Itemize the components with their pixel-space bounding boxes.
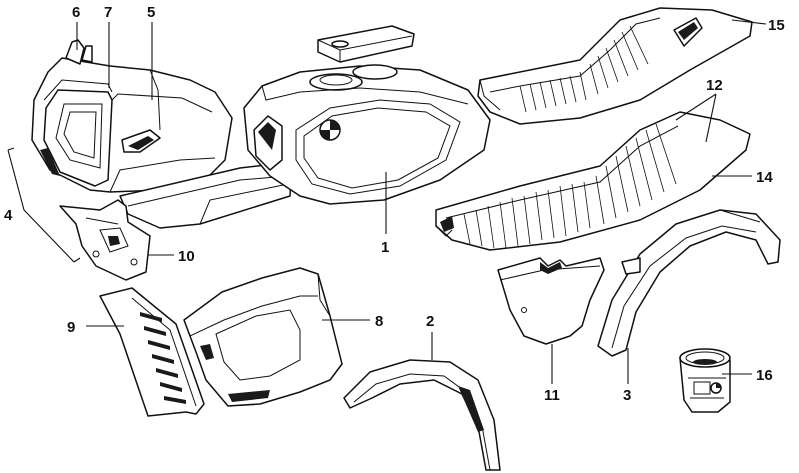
solo-seat <box>477 7 753 125</box>
callout-6: 6 <box>72 4 80 21</box>
dual-seat <box>435 111 751 251</box>
callout-7: 7 <box>104 4 112 21</box>
fairing-lower-panel <box>119 161 293 229</box>
callout-14: 14 <box>756 169 773 186</box>
callout-9: 9 <box>67 319 75 336</box>
fuel-tank <box>243 64 491 205</box>
callout-3: 3 <box>623 387 631 404</box>
paint-can <box>679 348 731 413</box>
rear-fender <box>597 209 781 357</box>
callout-5: 5 <box>147 4 155 21</box>
callout-8: 8 <box>375 313 383 330</box>
callout-1: 1 <box>381 239 389 256</box>
group-bracket-line <box>7 147 81 263</box>
radiator-grille <box>99 287 205 417</box>
callout-15: 15 <box>768 17 785 34</box>
callout-10: 10 <box>178 248 195 265</box>
callout-2: 2 <box>426 313 434 330</box>
fairing-assembly <box>31 39 233 193</box>
callout-4: 4 <box>4 207 13 224</box>
callout-12: 12 <box>706 77 723 94</box>
fairing-bracket <box>59 199 151 281</box>
engine-spoiler <box>183 267 343 407</box>
callout-16: 16 <box>756 367 773 384</box>
leader-lines <box>76 19 767 384</box>
front-fender <box>343 359 501 471</box>
tank-top-cover <box>317 25 415 63</box>
side-cover <box>497 257 605 345</box>
callout-labels: 6 7 5 4 10 1 9 8 2 11 3 16 12 14 15 <box>4 4 785 404</box>
callout-11: 11 <box>544 387 560 404</box>
